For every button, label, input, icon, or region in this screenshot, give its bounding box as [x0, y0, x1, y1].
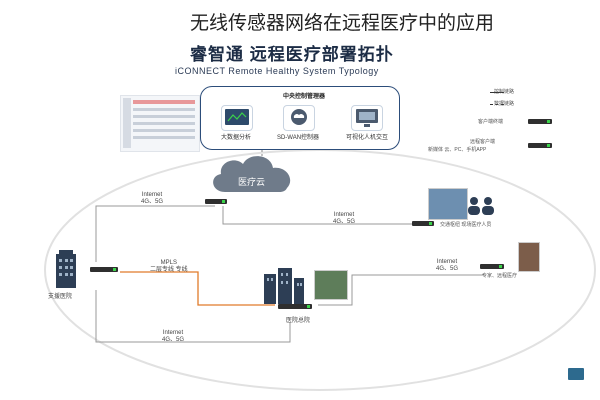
control-link-swatch	[490, 92, 504, 93]
legend-item: 数据链路	[490, 100, 570, 112]
monitor-icon	[356, 109, 378, 127]
hq-hospital-label: 医院总院	[286, 318, 311, 324]
sdwan-label: SD-WAN控制器	[276, 135, 320, 141]
dashboard-thumbnail	[120, 95, 200, 152]
central-controller-title: 中央控制管理器	[283, 94, 326, 100]
sdwan-tile	[283, 105, 315, 131]
cloud-label: 医疗云	[238, 177, 266, 187]
legend-label: 控制链路	[494, 89, 515, 95]
support-hospital-building-icon	[56, 250, 76, 288]
cloud-network-icon	[291, 109, 307, 125]
company-logo	[568, 368, 584, 380]
diagram-subtitle: iCONNECT Remote Healthy System Typology	[175, 66, 379, 76]
remote-expert-router-icon	[480, 264, 504, 269]
image-caption: 无线传感器网络在远程医疗中的应用	[190, 13, 495, 34]
big-data-label: 大数据分析	[220, 135, 251, 141]
legend: 控制链路 数据链路	[490, 88, 570, 112]
mobile-staff-label: 交通枢纽 现场医疗人员	[440, 222, 492, 228]
cloud-router-icon	[205, 199, 227, 204]
client-terminal-icon	[528, 119, 552, 124]
hq-hospital-building-icon	[264, 268, 304, 304]
remote-client-icon	[528, 143, 552, 148]
legend-label: 数据链路	[494, 101, 515, 107]
support-hospital-label: 支援医院	[48, 294, 73, 300]
legend-item: 控制链路	[490, 88, 570, 100]
legend-label: 远程客户端	[470, 139, 496, 145]
data-link-swatch	[490, 104, 504, 105]
hq-router-icon	[278, 304, 312, 309]
people-icon	[468, 197, 494, 215]
remote-expert-label: 专家、远程医疗	[482, 273, 518, 279]
big-data-tile	[221, 105, 253, 131]
mobile-staff-router-icon	[412, 221, 434, 226]
legend-label: 客户端终端	[478, 119, 504, 125]
support-hospital-router-icon	[90, 267, 118, 272]
remote-expert-photo	[518, 242, 540, 272]
visual-hmi-tile	[351, 105, 383, 131]
mobile-staff-photo	[428, 188, 468, 220]
legend-label: 新媒体 云、PC、手机APP	[428, 147, 487, 153]
central-controller-box: 中央控制管理器 大数据分析 SD-WAN控制器 可视化人机交互	[200, 86, 400, 150]
diagram-title: 睿智通 远程医疗部署拓扑	[190, 45, 394, 64]
medical-cloud-icon	[213, 156, 291, 192]
hq-hospital-photo	[314, 270, 348, 300]
visual-hmi-label: 可视化人机交互	[345, 135, 388, 141]
analytics-icon	[225, 109, 249, 125]
